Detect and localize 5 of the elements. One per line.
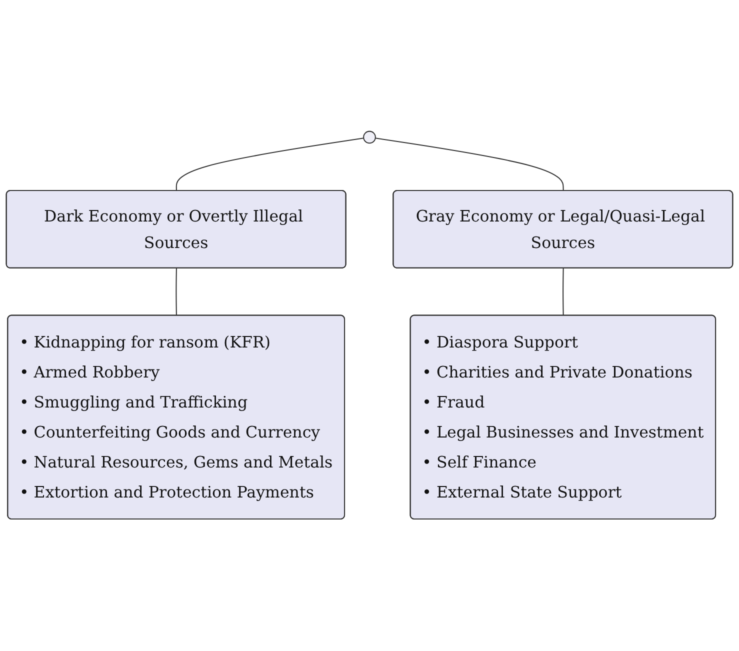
connector (176, 268, 177, 316)
connector (176, 138, 364, 192)
connector (375, 138, 564, 192)
connector (562, 268, 564, 316)
node-circle (363, 131, 376, 144)
